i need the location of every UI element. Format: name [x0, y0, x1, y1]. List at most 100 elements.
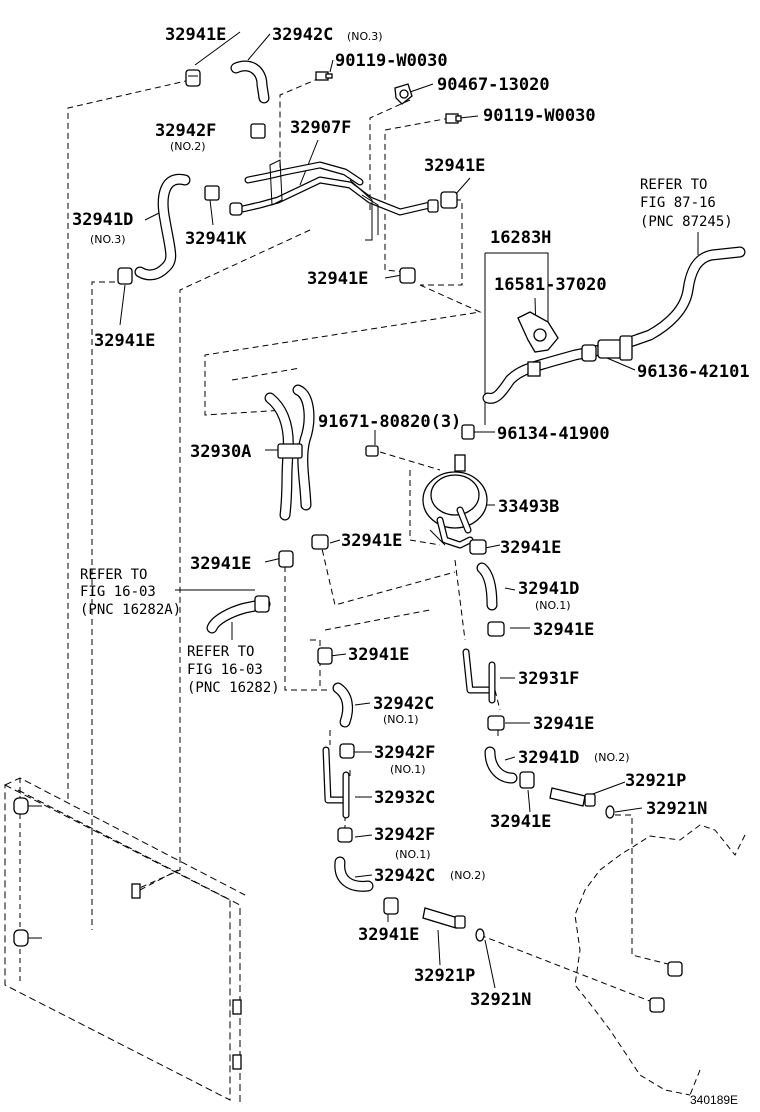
- label-90119-1: 90119-W0030: [335, 51, 448, 71]
- pipe-assembly-32907f-icon: [229, 159, 439, 241]
- radiator-clip-icon: [131, 883, 141, 899]
- label-32942f-top: 32942F: [155, 121, 216, 141]
- ghost-fitting-icon: [667, 961, 683, 977]
- label-96136: 96136-42101: [637, 362, 750, 382]
- label-32942f-no1b-no: (NO.1): [395, 848, 431, 861]
- radiator: [4, 777, 246, 1105]
- label-90467: 90467-13020: [437, 75, 550, 95]
- clamp-32941e-left-icon: [117, 267, 133, 285]
- label-90119-2: 90119-W0030: [483, 106, 596, 126]
- label-32941k: 32941K: [185, 229, 247, 249]
- label-32941d-left: 32941D: [72, 210, 133, 230]
- part-labels: 32941E 32942C (NO.3) 90119-W0030 90467-1…: [72, 25, 750, 1010]
- label-32941d-no1-no: (NO.1): [535, 599, 571, 612]
- label-32941d-no2: 32941D: [518, 748, 579, 768]
- ref-fig1603a-line2: FIG 16-03: [80, 584, 156, 600]
- label-32942f-no1b: 32942F: [374, 825, 435, 845]
- label-32932c: 32932C: [374, 788, 435, 808]
- bolt-91671-icon: [365, 445, 379, 457]
- radiator-bracket-icon: [232, 999, 242, 1015]
- label-33493b: 33493B: [498, 497, 559, 517]
- label-32941d-no1: 32941D: [518, 579, 579, 599]
- label-32941e-h: 32941E: [358, 925, 419, 945]
- label-32941e-mid: 32941E: [307, 269, 368, 289]
- clamp-32942f-no1a-icon: [339, 743, 355, 759]
- pipe-32931f-icon: [462, 648, 496, 704]
- label-91671: 91671-80820(3): [318, 412, 461, 432]
- ref-fig1603b-line1: REFER TO: [187, 644, 254, 660]
- label-32941e-f: 32941E: [533, 714, 594, 734]
- label-32941e-c: 32941E: [190, 554, 251, 574]
- fitting-32921p-bottom-icon: [422, 907, 466, 929]
- clamp-32941e-b-icon: [469, 539, 487, 555]
- label-16581: 16581-37020: [494, 275, 607, 295]
- label-32921n-bottom: 32921N: [470, 990, 531, 1010]
- label-16283h: 16283H: [490, 228, 551, 248]
- label-32942c-no1: 32942C: [373, 694, 434, 714]
- label-32941e-b: 32941E: [500, 538, 561, 558]
- label-32942f-no1a-no: (NO.1): [390, 763, 426, 776]
- hose-16283h-icon: [482, 335, 633, 404]
- label-32941d-no2-no: (NO.2): [594, 751, 630, 764]
- label-32941e-r1: 32941E: [424, 156, 485, 176]
- oring-32921n-bottom-icon: [475, 928, 485, 942]
- clip-96136-icon: [581, 344, 597, 362]
- clamp-32941e-mid-icon: [399, 267, 416, 284]
- label-32921p-bottom: 32921P: [414, 966, 475, 986]
- oring-32921n-right-icon: [605, 805, 615, 819]
- ref-fig1603a-line3: (PNC 16282A): [80, 602, 181, 618]
- ref-fig8716-line1: REFER TO: [640, 177, 707, 193]
- label-32930a: 32930A: [190, 442, 251, 462]
- clamp-32942f-no2-icon: [250, 123, 266, 139]
- label-32942f-no1a: 32942F: [374, 743, 435, 763]
- label-32907f: 32907F: [290, 118, 351, 138]
- label-32941e-g: 32941E: [490, 812, 551, 832]
- hose-32930a-icon: [264, 384, 315, 521]
- reference-notes: REFER TO FIG 87-16 (PNC 87245) REFER TO …: [80, 177, 733, 696]
- hose-fig1603-icon: [206, 595, 271, 634]
- clamp-32941e-g-icon: [519, 771, 535, 789]
- hose-32941d-no2-icon: [484, 746, 518, 784]
- label-32941e-left: 32941E: [94, 331, 155, 351]
- figure-code: 340189E: [690, 1093, 738, 1107]
- label-32921p-right: 32921P: [625, 771, 686, 791]
- hose-32942c-no1-icon: [332, 682, 354, 728]
- radiator-outlet-icon: [13, 929, 42, 947]
- label-32941e-top: 32941E: [165, 25, 226, 45]
- hose-32941d-no1-icon: [476, 562, 498, 611]
- fitting-32921p-right-icon: [549, 787, 596, 807]
- bracket-16581-icon: [517, 311, 559, 353]
- ghost-fitting-icon: [649, 997, 665, 1013]
- label-32941e-a: 32941E: [341, 531, 402, 551]
- label-32941d-left-no: (NO.3): [90, 233, 126, 246]
- radiator-bracket-icon: [232, 1054, 242, 1070]
- label-32942f-top-no: (NO.2): [170, 140, 206, 153]
- clamp-32941e-d-icon: [487, 621, 505, 637]
- clamp-90467-icon: [394, 83, 413, 105]
- ref-fig8716-line2: FIG 87-16: [640, 195, 716, 211]
- hose-32941d-no3-icon: [134, 173, 191, 281]
- label-32921n-right: 32921N: [646, 799, 707, 819]
- clamp-32941e-e-icon: [317, 647, 333, 665]
- clamp-32941e-top-icon: [185, 69, 201, 87]
- hose-32942c-no3-icon: [230, 60, 270, 104]
- ref-fig8716-line3: (PNC 87245): [640, 214, 733, 230]
- clamp-32941e-r1-icon: [440, 191, 458, 209]
- label-32941e-d: 32941E: [533, 620, 594, 640]
- ref-fig1603b-line2: FIG 16-03: [187, 662, 263, 678]
- label-32942c-no2: 32942C: [374, 866, 435, 886]
- clamp-32942f-no1b-icon: [337, 827, 353, 843]
- hose-fig8716-icon: [624, 246, 746, 348]
- label-32942c-no1-no: (NO.1): [383, 713, 419, 726]
- clip-96134-icon: [461, 424, 475, 440]
- clamp-32941e-h-icon: [383, 897, 399, 915]
- radiator-inlet-icon: [13, 797, 42, 815]
- label-32942c-top: 32942C: [272, 25, 333, 45]
- clamp-32941e-c-icon: [278, 550, 294, 568]
- label-32941e-e: 32941E: [348, 645, 409, 665]
- reservoir-33493b-icon: [422, 454, 488, 549]
- bolt-90119-icon: [315, 71, 333, 81]
- hose-32942c-no2-icon: [334, 856, 374, 892]
- label-32931f: 32931F: [518, 669, 579, 689]
